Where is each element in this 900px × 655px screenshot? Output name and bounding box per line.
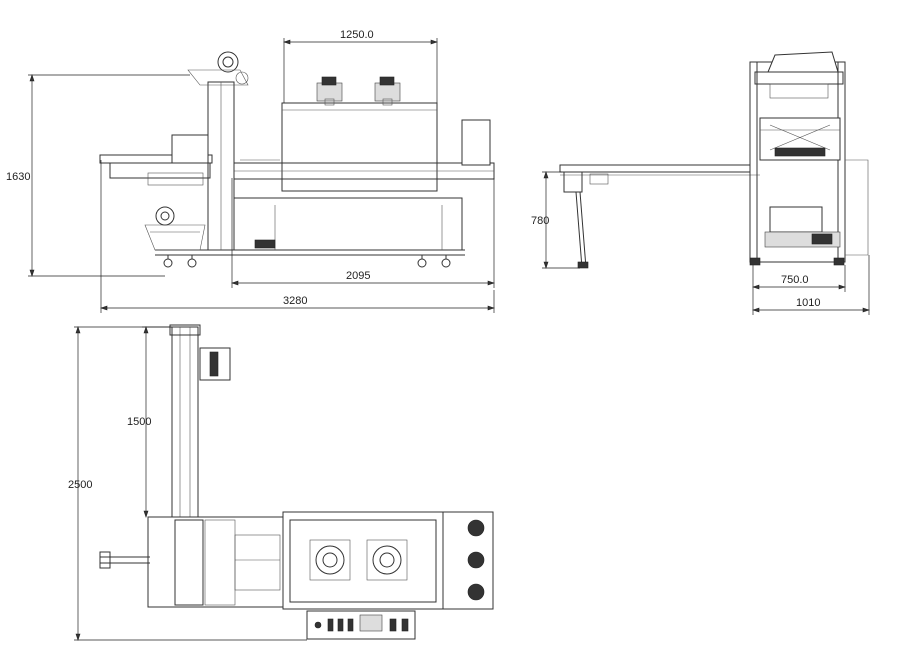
wheel — [417, 258, 427, 268]
dimension-label: 2500 — [68, 479, 92, 491]
heat-tunnel — [281, 102, 438, 192]
dimension-label: 1630 — [6, 171, 30, 183]
side-view: 1250.0 1630 2095 3280 — [6, 29, 495, 313]
dimension-label: 1250.0 — [340, 29, 374, 41]
control-screen — [359, 614, 383, 632]
motor-right — [374, 76, 401, 106]
dimension-750: 750.0 — [752, 265, 846, 292]
dimension-1630: 1630 — [6, 74, 190, 277]
fan-icon — [467, 583, 485, 601]
top-view-feed-column — [171, 326, 199, 518]
dimension-1500: 1500 — [127, 326, 172, 518]
dimension-1010: 1010 — [752, 255, 870, 315]
top-view: 1500 2500 — [68, 324, 494, 641]
top-view-motor — [372, 545, 402, 575]
fan-icon — [467, 551, 485, 569]
end-view-conveyor — [559, 164, 751, 173]
upper-film-roll — [217, 51, 239, 73]
dimension-2095: 2095 — [231, 178, 495, 288]
dimension-label: 750.0 — [781, 274, 809, 286]
fan-icon — [467, 519, 485, 537]
dimension-label: 2095 — [346, 270, 370, 282]
cooling-fan-box — [461, 119, 491, 166]
motor-left — [316, 76, 343, 106]
top-view-fan-section — [442, 511, 494, 610]
dimension-label: 1010 — [796, 297, 820, 309]
wheel — [187, 258, 197, 268]
dimension-label: 1500 — [127, 416, 151, 428]
dimension-780: 780 — [531, 171, 580, 269]
top-view-packing-section — [147, 516, 284, 608]
wheel — [163, 258, 173, 268]
dimension-3280: 3280 — [100, 160, 495, 313]
dimension-1250: 1250.0 — [283, 29, 438, 103]
wheel — [441, 258, 451, 268]
end-view: 780 750.0 1010 — [531, 51, 870, 315]
dimension-2500: 2500 — [68, 326, 307, 641]
top-view-heat-tunnel — [282, 511, 444, 610]
lower-film-roll — [155, 206, 175, 226]
dimension-label: 780 — [531, 215, 549, 227]
dimension-label: 3280 — [283, 295, 307, 307]
top-view-motor — [315, 545, 345, 575]
